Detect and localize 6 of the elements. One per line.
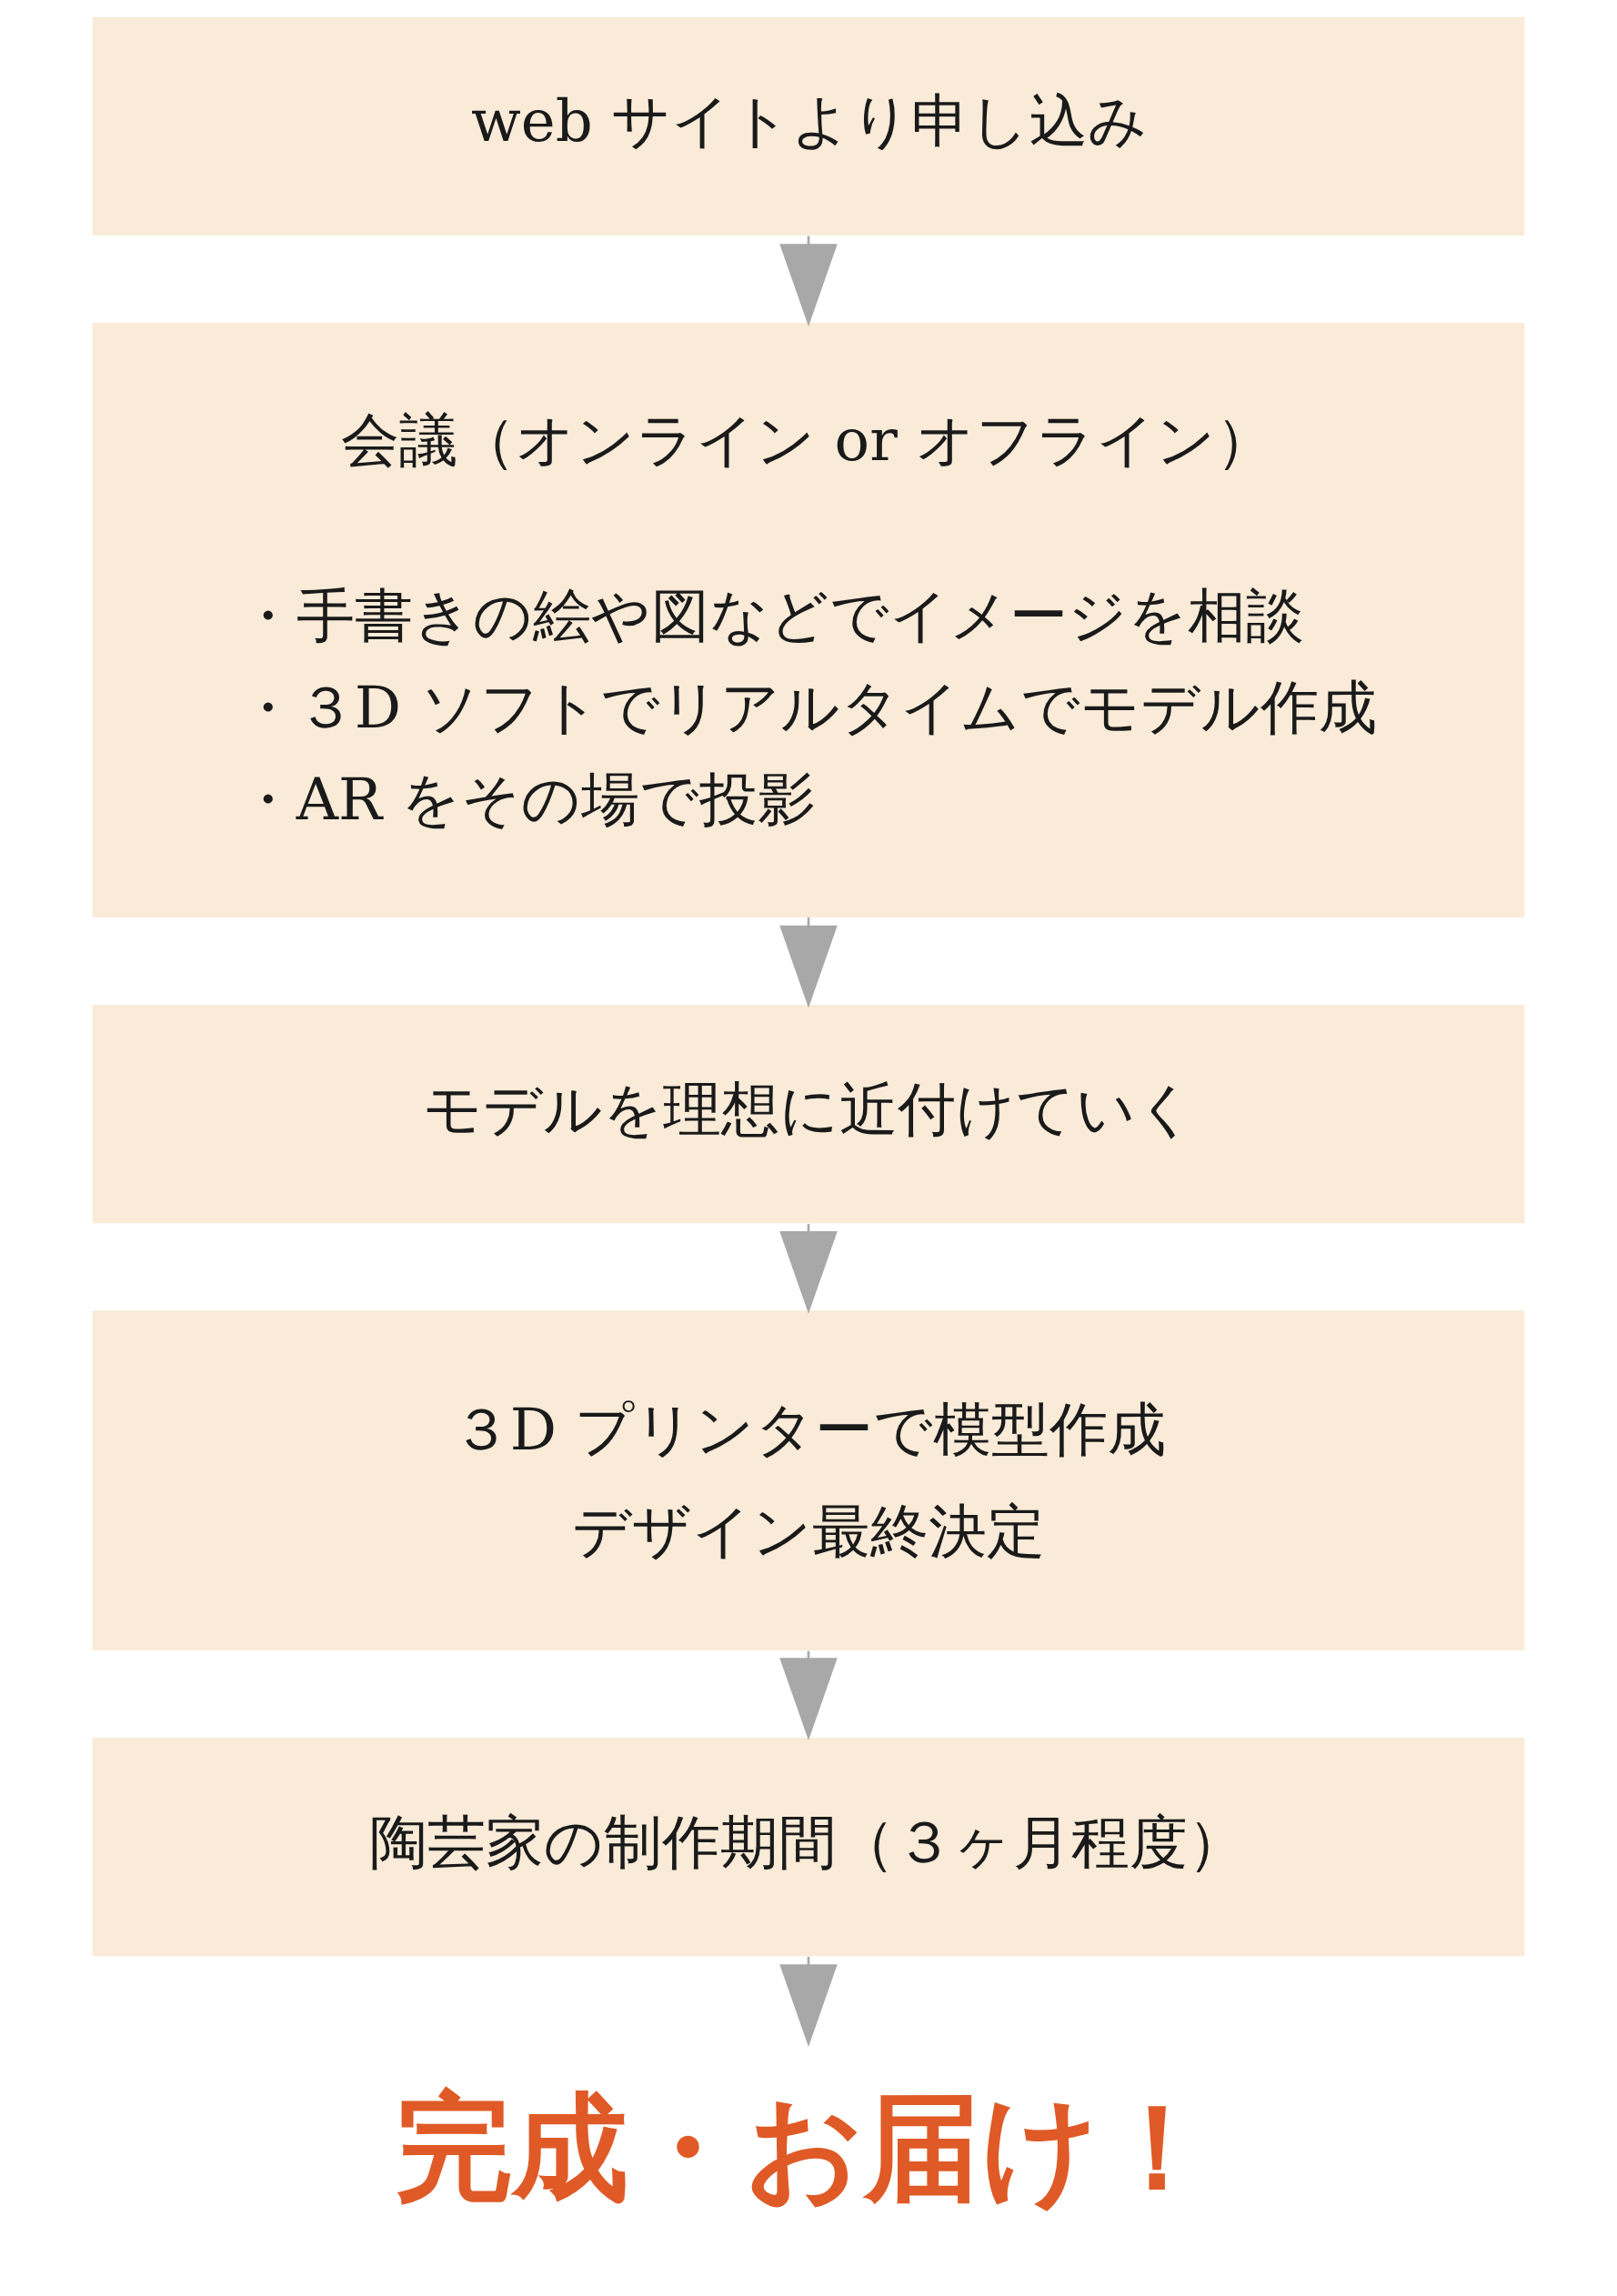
node-box: web サイトより申し込み bbox=[92, 16, 1525, 236]
node-text: 完成・お届け！ bbox=[396, 2078, 1217, 2215]
node-box: モデルを理想に近付けていく bbox=[92, 1005, 1525, 1224]
node-box: 会議（オンライン or オフライン） ・手書きの絵や図などでイメージを相談 ・３D ソフトでリアルタイムでモデル作成 ・AR をその場で投影 bbox=[92, 323, 1525, 917]
node-box: ３D プリンターで模型作成 デザイン最終決定 bbox=[92, 1310, 1525, 1650]
node-box: 陶芸家の制作期間（３ヶ月程度） bbox=[92, 1738, 1525, 1957]
